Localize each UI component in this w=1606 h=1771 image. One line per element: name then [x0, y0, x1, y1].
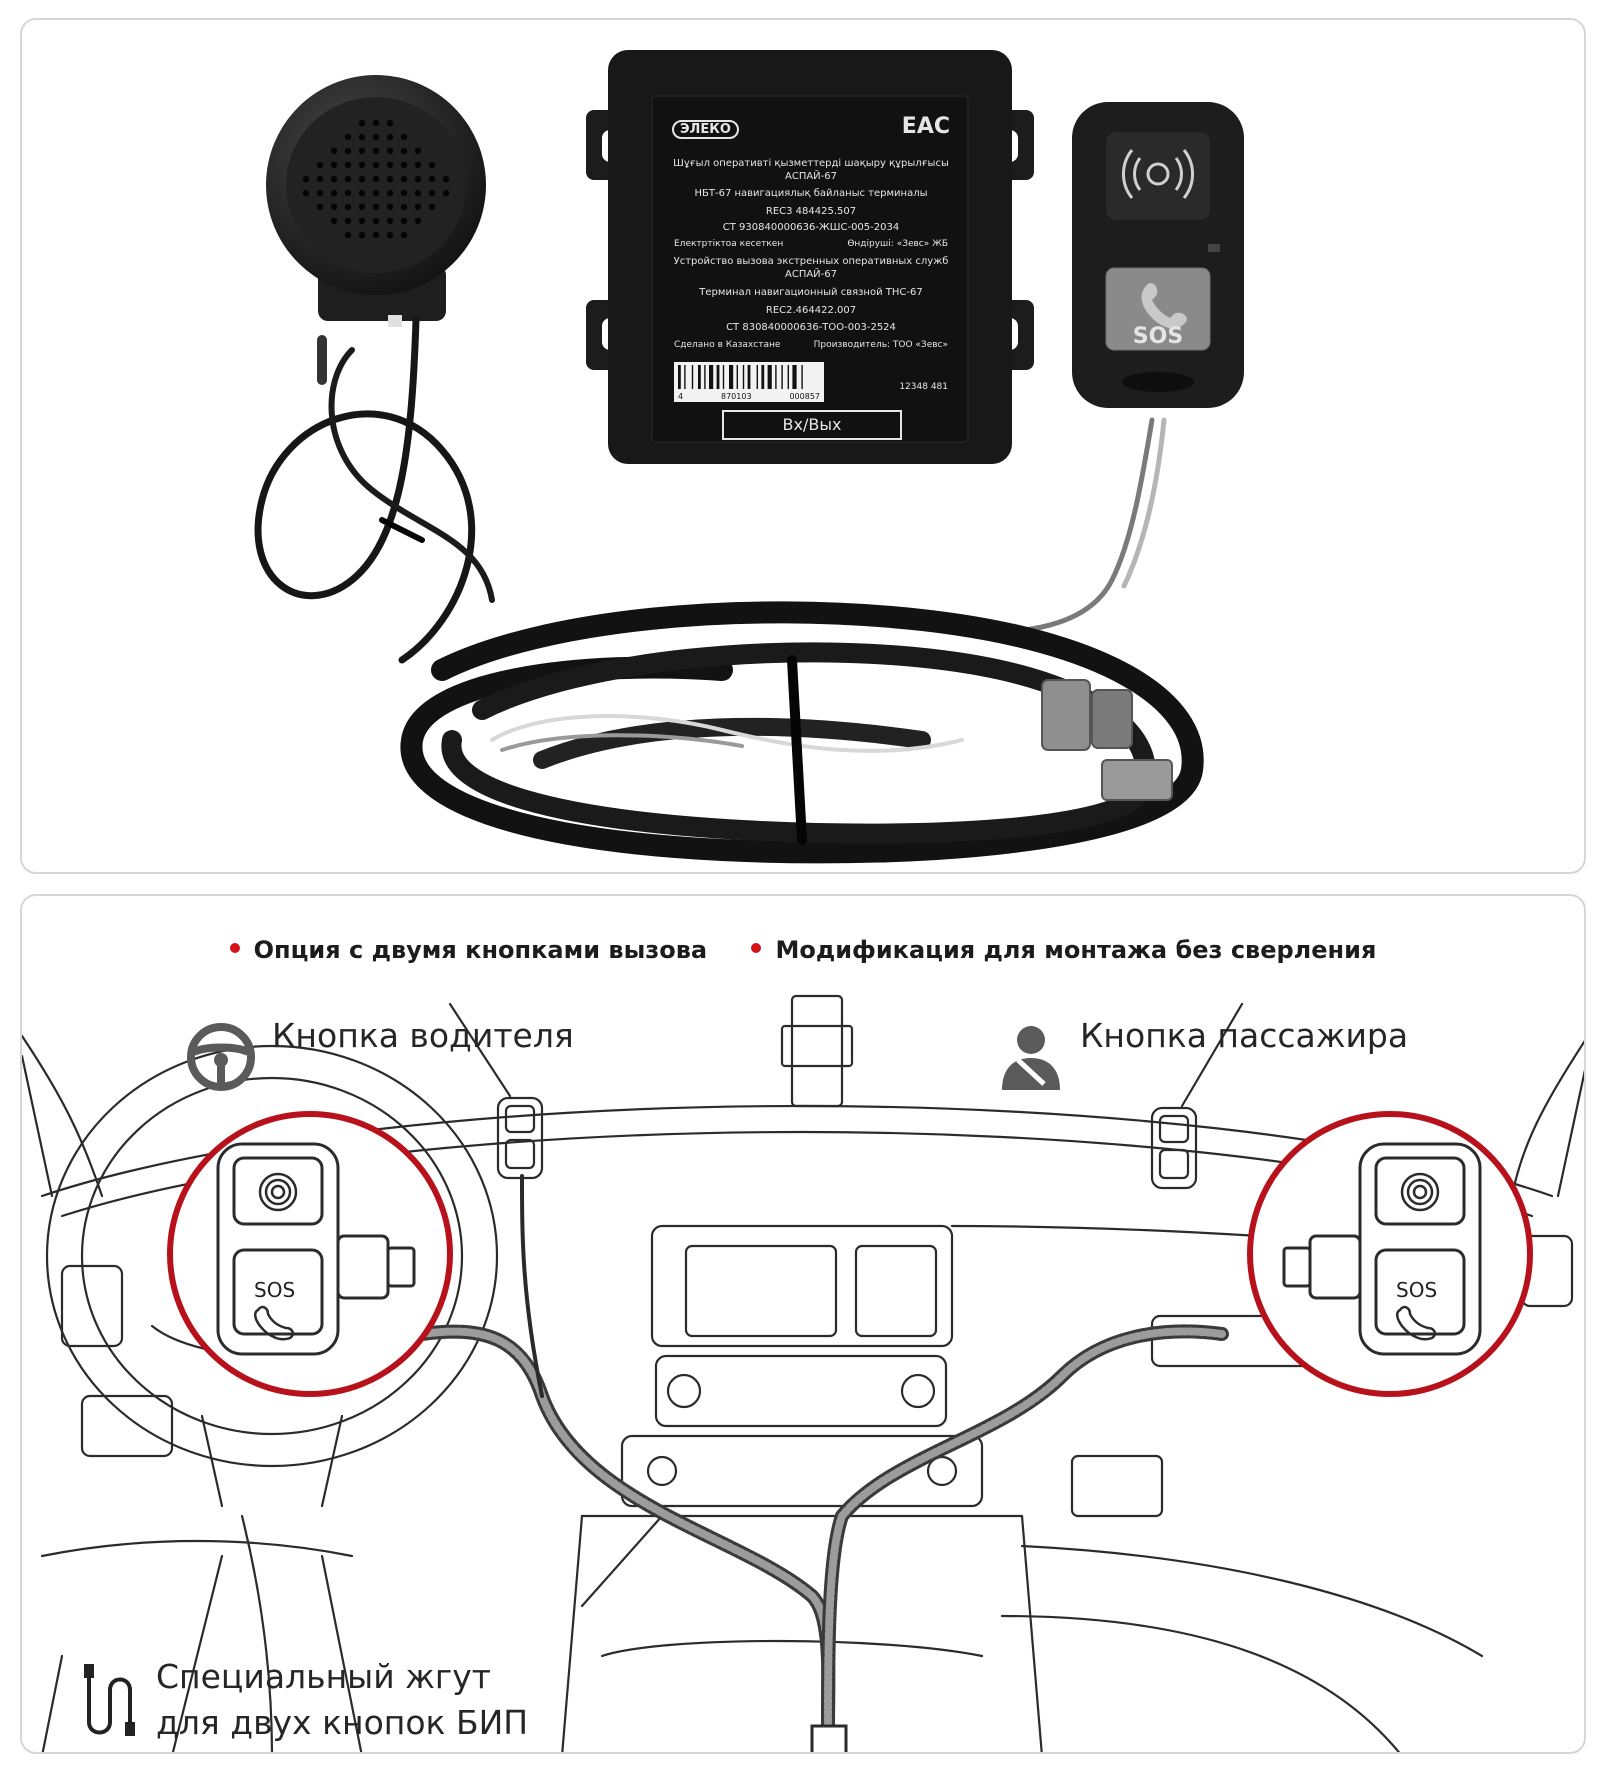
sos-button-device: SOS: [1062, 98, 1254, 416]
barcode-digits-mid: 870103: [721, 392, 752, 401]
brand-logo: ЭЛЕКО: [672, 120, 739, 139]
harness-caption: Специальный жгут для двух кнопок БИП: [156, 1654, 528, 1746]
label-line: Терминал навигационный связной ТНС-67: [699, 287, 923, 298]
terminal-unit: ЭЛЕКО EAC Шұғыл оперативті қызметтерді ш…: [586, 50, 1034, 464]
label-made-ru: Сделано в Казахстане: [674, 340, 781, 350]
sos-text: SOS: [1132, 324, 1184, 349]
driver-button-callout: Кнопка водителя: [272, 1016, 574, 1055]
speaker-icon: [266, 75, 486, 327]
cable-icon: [84, 1664, 135, 1736]
harness-caption-line2: для двух кнопок БИП: [156, 1703, 529, 1742]
harness-connector: [810, 1724, 848, 1752]
dashboard-illustration: [22, 994, 1584, 1752]
passenger-icon: [1002, 1026, 1060, 1090]
label-line: СТ 830840000636-ТОО-003-2524: [726, 322, 896, 333]
phone-icon: [1141, 283, 1187, 329]
feature-item: Опция с двумя кнопками вызова: [229, 936, 708, 964]
serial-number: 12348 481: [899, 382, 948, 392]
barcode-digits-right: 000857: [789, 392, 820, 401]
label-line: Устройство вызова экстренных оперативных…: [673, 256, 949, 267]
label-line: АСПАЙ-67: [785, 171, 837, 182]
label-maker-kz: Өндіруші: «Зевс» ЖБ: [847, 239, 948, 249]
passenger-button-callout: Кнопка пассажира: [1080, 1016, 1409, 1055]
label-line: REC2.464422.007: [765, 305, 857, 316]
barcode: 4 870103 000857: [674, 362, 824, 402]
terminal-label: ЭЛЕКО EAC Шұғыл оперативті қызметтерді ш…: [666, 110, 956, 440]
feature-text: Модификация для монтажа без сверления: [775, 936, 1377, 964]
cable-harness-photo: [254, 316, 1204, 864]
port-label: Вх/Вых: [722, 410, 902, 440]
label-made-kz: Електртіктоа кесеткен: [674, 239, 784, 249]
bullet-dot: [229, 943, 240, 953]
barcode-digit-left: 4: [678, 392, 684, 401]
label-maker-ru: Производитель: ТОО «Зевс»: [813, 340, 948, 350]
product-photo-panel: ЭЛЕКО EAC Шұғыл оперативті қызметтерді ш…: [20, 18, 1586, 874]
steering-wheel-icon: [187, 1023, 255, 1091]
label-line: Шұғыл оперативті қызметтерді шақыру құры…: [673, 158, 949, 169]
bullet-dot: [751, 943, 762, 953]
feature-list: Опция с двумя кнопками вызова Модификаци…: [22, 936, 1584, 964]
harness-caption-line1: Специальный жгут: [156, 1657, 491, 1696]
installation-diagram-panel: Опция с двумя кнопками вызова Модификаци…: [20, 894, 1586, 1754]
feature-item: Модификация для монтажа без сверления: [751, 936, 1376, 964]
label-line: REC3 484425.507: [765, 206, 857, 217]
label-line: НБТ-67 навигациялық байланыс терминалы: [694, 188, 928, 199]
label-line: СТ 930840000636-ЖШС-005-2034: [722, 222, 900, 233]
feature-text: Опция с двумя кнопками вызова: [253, 936, 708, 964]
eac-mark: EAC: [901, 114, 950, 139]
driver-sos-label: SOS: [254, 1278, 296, 1302]
label-line: АСПАЙ-67: [785, 269, 837, 280]
passenger-sos-label: SOS: [1396, 1278, 1438, 1302]
